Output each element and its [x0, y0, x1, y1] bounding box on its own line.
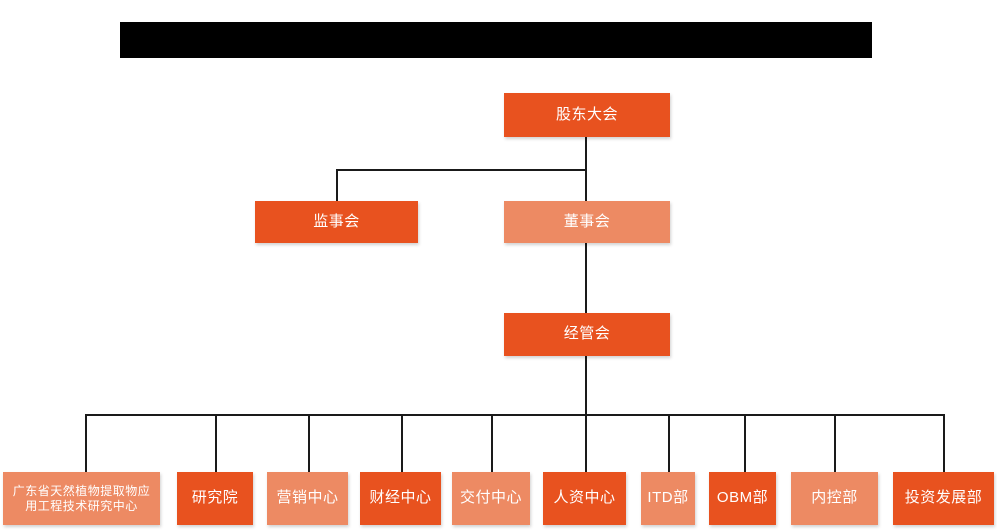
connector-drop-finance-center: [401, 414, 403, 472]
node-shareholders[interactable]: 股东大会: [504, 93, 670, 137]
node-label: 内控部: [811, 489, 858, 507]
node-label: 财经中心: [369, 489, 432, 507]
node-label: 研究院: [191, 489, 239, 507]
node-research-center[interactable]: 广东省天然植物提取物应用工程技术研究中心: [3, 472, 160, 525]
connector-directors-to-management: [585, 243, 587, 313]
connector-drop-obm-dept: [744, 414, 746, 472]
connector-bus-departments: [85, 414, 944, 416]
connector-drop-itd-dept: [668, 414, 670, 472]
node-hr-center[interactable]: 人资中心: [543, 472, 626, 525]
node-label: 经管会: [563, 325, 611, 343]
connector-bus-level2: [336, 169, 587, 171]
node-finance-center[interactable]: 财经中心: [360, 472, 441, 525]
node-directors[interactable]: 董事会: [504, 201, 670, 243]
connector-drop-investment-development-dept: [943, 414, 945, 472]
node-label: 监事会: [313, 212, 360, 230]
node-label: 董事会: [563, 212, 611, 230]
connector-supervisors-down: [336, 169, 338, 201]
connector-management-down: [585, 356, 587, 415]
redacted-title-bar: [120, 22, 872, 58]
node-label: ITD部: [647, 489, 689, 507]
node-label: 广东省天然植物提取物应用工程技术研究中心: [12, 483, 151, 513]
connector-drop-delivery-center: [491, 414, 493, 472]
node-label: OBM部: [716, 489, 769, 507]
connector-shareholders-down: [585, 137, 587, 171]
node-delivery-center[interactable]: 交付中心: [452, 472, 530, 525]
node-research-institute[interactable]: 研究院: [177, 472, 253, 525]
node-marketing-center[interactable]: 营销中心: [267, 472, 348, 525]
node-label: 营销中心: [276, 489, 339, 507]
node-label: 股东大会: [555, 105, 618, 123]
connector-drop-hr-center: [585, 414, 587, 472]
connector-drop-research-center: [85, 414, 87, 472]
connector-directors-down: [585, 169, 587, 201]
node-label: 人资中心: [553, 489, 616, 507]
connector-drop-marketing-center: [308, 414, 310, 472]
connector-drop-research-institute: [215, 414, 217, 472]
node-itd-dept[interactable]: ITD部: [641, 472, 695, 525]
node-label: 交付中心: [459, 489, 522, 507]
node-internal-control-dept[interactable]: 内控部: [791, 472, 878, 525]
node-label: 投资发展部: [904, 489, 983, 507]
connector-drop-internal-control-dept: [834, 414, 836, 472]
node-obm-dept[interactable]: OBM部: [709, 472, 776, 525]
node-supervisors[interactable]: 监事会: [255, 201, 418, 243]
node-investment-development-dept[interactable]: 投资发展部: [893, 472, 994, 525]
node-management[interactable]: 经管会: [504, 313, 670, 356]
